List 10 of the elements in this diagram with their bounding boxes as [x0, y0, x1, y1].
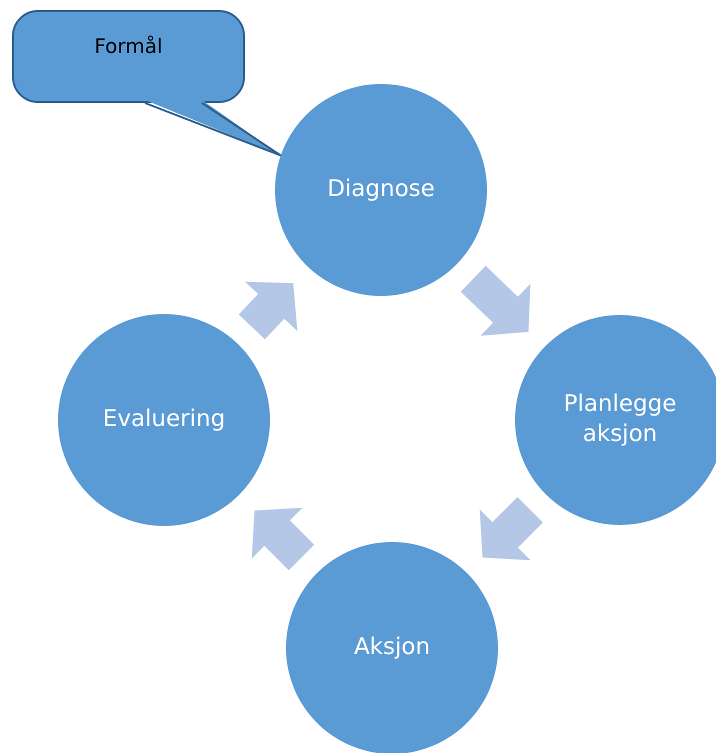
node-label: Aksjon [354, 633, 430, 662]
node-label: Planlegge aksjon [562, 390, 678, 449]
node-label: Evaluering [102, 405, 226, 434]
block-arrow [480, 497, 543, 560]
block-arrow [238, 282, 298, 340]
leader-line [201, 102, 282, 156]
block-arrow [460, 266, 530, 336]
node-label: Formål [94, 34, 163, 58]
node-label: Diagnose [327, 175, 435, 204]
block-arrow [252, 508, 314, 570]
